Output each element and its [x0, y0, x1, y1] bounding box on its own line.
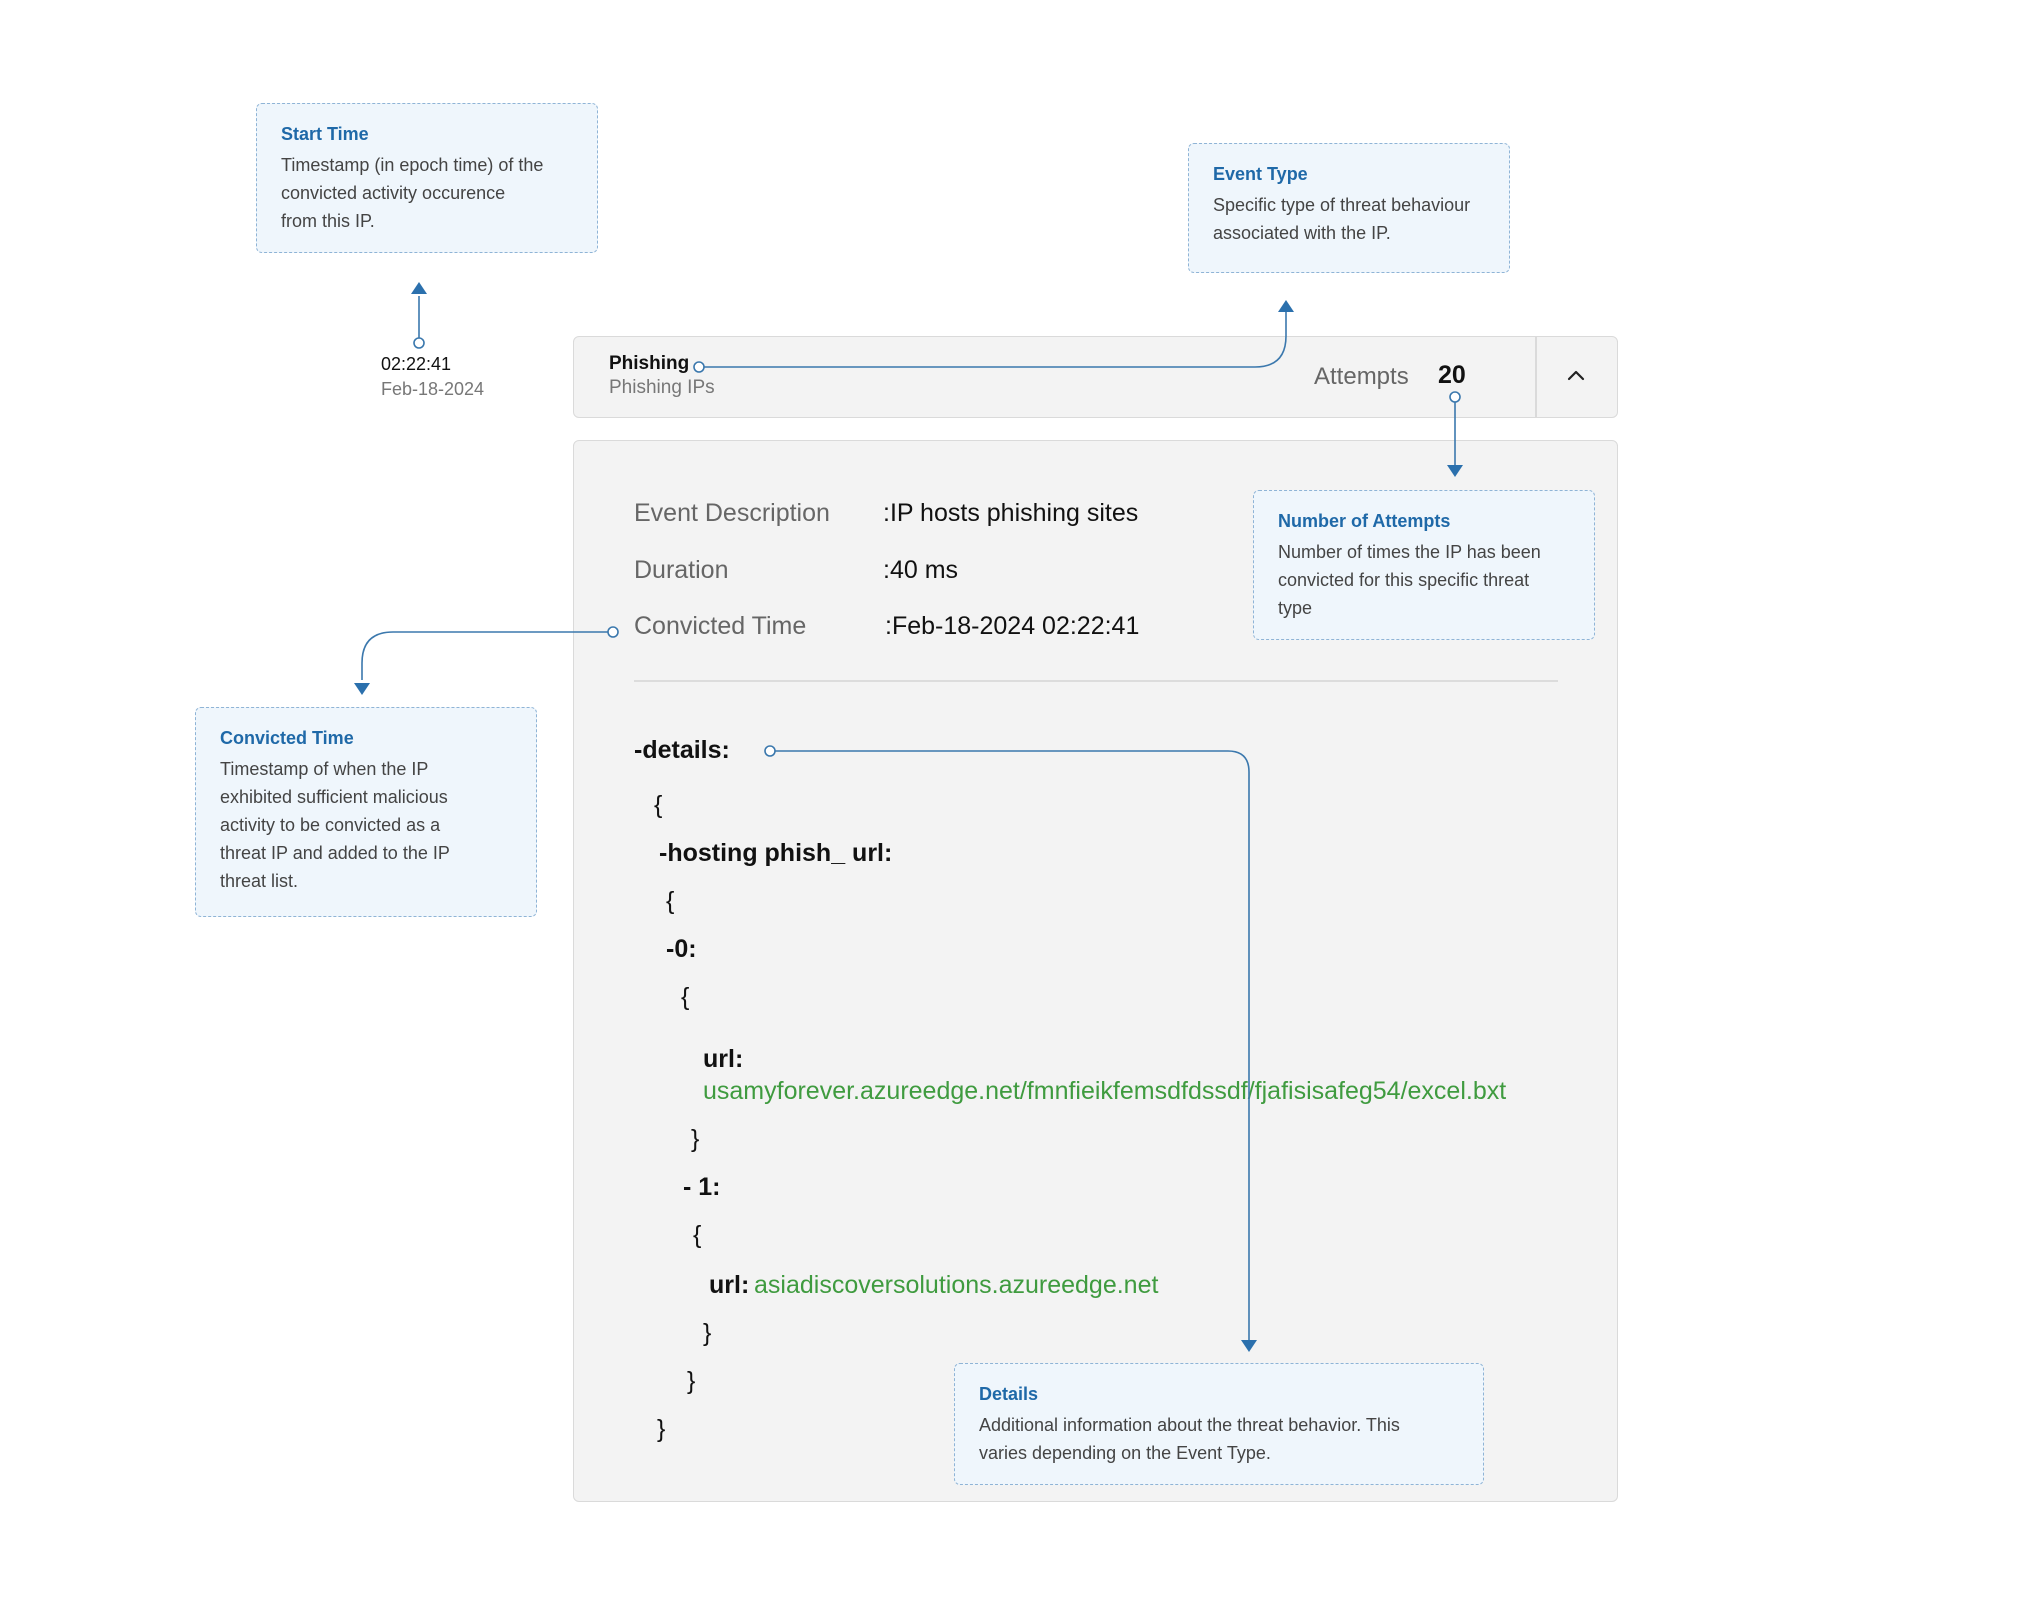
callout-line: Additional information about the threat …: [979, 1415, 1400, 1435]
brace-close: }: [657, 1415, 666, 1443]
collapse-button[interactable]: [1536, 337, 1617, 417]
event-header[interactable]: Phishing Phishing IPs Attempts 20: [573, 336, 1618, 418]
callout-title: Number of Attempts: [1278, 511, 1451, 531]
url-1-key: url:: [709, 1271, 750, 1299]
event-description-value: :IP hosts phishing sites: [883, 499, 1139, 527]
attempts-count: 20: [1438, 361, 1466, 389]
url-1-value: asiadiscoversolutions.azureedge.net: [754, 1271, 1159, 1299]
callout-line: from this IP.: [281, 211, 375, 231]
callout-title: Start Time: [281, 124, 369, 144]
callout-line: varies depending on the Event Type.: [979, 1443, 1271, 1463]
brace-close: }: [703, 1319, 712, 1347]
callout-text: Number of times the IP has been convicte…: [1278, 538, 1570, 622]
callout-line: type: [1278, 598, 1313, 618]
convicted-time-value: :Feb-18-2024 02:22:41: [885, 612, 1140, 640]
details-callout: Details Additional information about the…: [954, 1363, 1484, 1485]
callout-text: Additional information about the threat …: [979, 1411, 1459, 1467]
brace-close: }: [687, 1367, 696, 1395]
start-time-anchor: [413, 337, 425, 349]
start-time-value: 02:22:41: [381, 354, 452, 374]
callout-line: activity to be convicted as a: [220, 815, 441, 835]
callout-title: Details: [979, 1384, 1039, 1404]
convicted-time-arrowhead: [354, 683, 370, 695]
chevron-up-icon: [1567, 370, 1585, 381]
callout-line: threat list.: [220, 871, 299, 891]
callout-line: exhibited sufficient malicious: [220, 787, 448, 807]
convicted-time-callout: Convicted Time Timestamp of when the IP …: [195, 707, 537, 917]
start-time-arrowhead: [411, 282, 427, 294]
attempts-label: Attempts: [1314, 363, 1409, 390]
hosting-url-key: -hosting phish_ url:: [659, 839, 893, 867]
brace-close: }: [691, 1125, 700, 1153]
start-date-value: Feb-18-2024: [381, 379, 485, 399]
brace-open: {: [693, 1221, 702, 1249]
callout-line: convicted for this specific threat: [1278, 570, 1530, 590]
callout-line: Number of times the IP has been: [1278, 542, 1541, 562]
start-time: 02:22:41 Feb-18-2024: [381, 354, 484, 400]
callout-line: Specific type of threat behaviour: [1213, 195, 1471, 215]
event-type-arrowhead: [1278, 300, 1294, 312]
callout-title: Event Type: [1213, 164, 1308, 184]
header-divider: [1535, 337, 1537, 417]
duration-label: Duration: [634, 556, 729, 584]
callout-line: Timestamp (in epoch time) of the: [281, 155, 544, 175]
brace-open: {: [654, 791, 663, 819]
callout-line: threat IP and added to the IP: [220, 843, 450, 863]
item-1-key: - 1:: [683, 1173, 721, 1201]
panel-divider: [634, 680, 1558, 682]
callout-line: Timestamp of when the IP: [220, 759, 429, 779]
start-time-callout: Start Time Timestamp (in epoch time) of …: [256, 103, 598, 253]
event-description-label: Event Description: [634, 499, 830, 527]
callout-title: Convicted Time: [220, 728, 354, 748]
callout-line: convicted activity occurence: [281, 183, 506, 203]
callout-line: associated with the IP.: [1213, 223, 1391, 243]
callout-text: Timestamp (in epoch time) of the convict…: [281, 151, 573, 235]
details-key: -details:: [634, 736, 730, 764]
convicted-time-label: Convicted Time: [634, 612, 807, 640]
url-0-value: usamyforever.azureedge.net/fmnfieikfemsd…: [703, 1077, 1507, 1105]
brace-open: {: [681, 983, 690, 1011]
url-0-key: url:: [703, 1045, 744, 1073]
duration-value: :40 ms: [883, 556, 959, 584]
callout-text: Specific type of threat behaviour associ…: [1213, 191, 1485, 247]
callout-text: Timestamp of when the IP exhibited suffi…: [220, 755, 512, 895]
event-type-callout: Event Type Specific type of threat behav…: [1188, 143, 1510, 273]
item-0-key: -0:: [666, 935, 697, 963]
attempts-callout: Number of Attempts Number of times the I…: [1253, 490, 1595, 640]
event-subtitle: Phishing IPs: [609, 377, 715, 398]
event-name: Phishing: [609, 353, 690, 374]
brace-open: {: [666, 887, 675, 915]
